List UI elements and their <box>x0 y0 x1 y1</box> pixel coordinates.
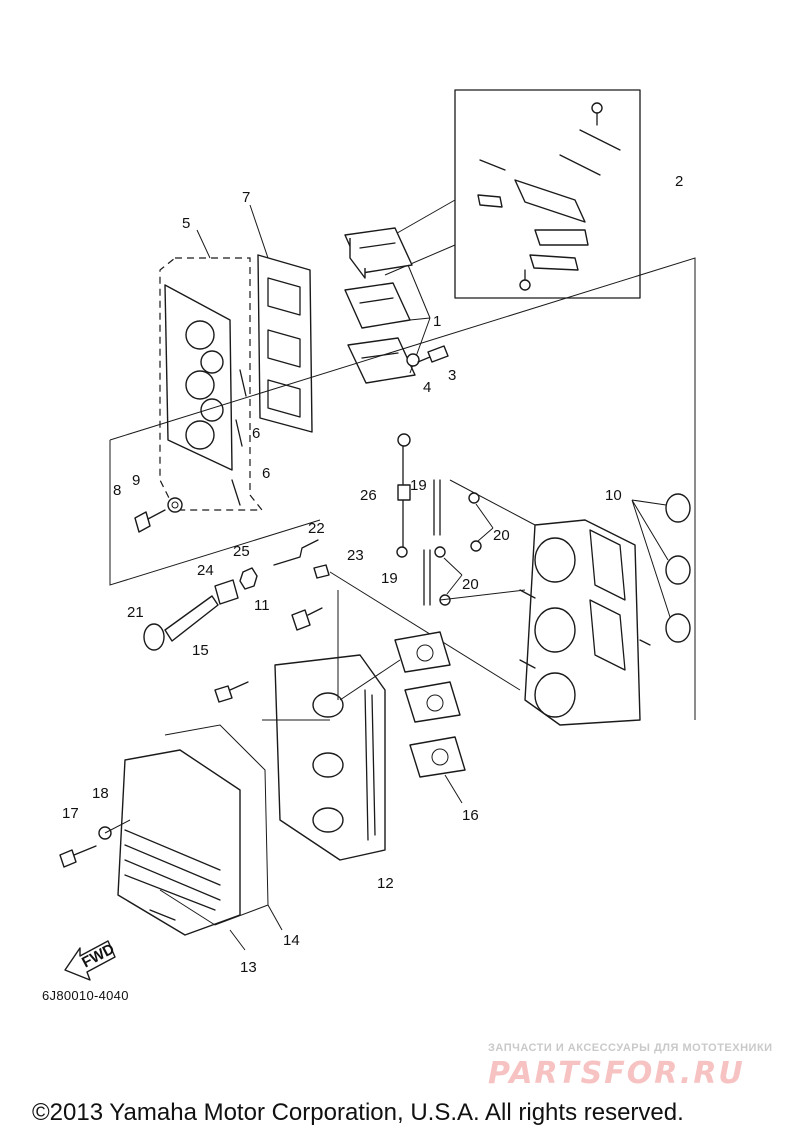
callout-6a: 6 <box>252 425 260 442</box>
hose-clip-10 <box>665 493 691 643</box>
callout-2: 2 <box>675 173 683 190</box>
link-rod-22 <box>273 539 319 566</box>
diagram-code: 6J80010-4040 <box>42 988 129 1003</box>
bolt-8 <box>134 509 166 533</box>
fwd-label: FWD <box>79 940 117 971</box>
callout-20b: 20 <box>462 576 479 593</box>
watermark-caption: ЗАПЧАСТИ И АКСЕССУАРЫ ДЛЯ МОТОТЕХНИКИ <box>488 1042 773 1054</box>
washer-4 <box>406 353 420 367</box>
reference-frame <box>109 257 696 720</box>
callout-25: 25 <box>233 543 250 560</box>
bolt-17 <box>59 845 97 868</box>
callout-4: 4 <box>423 379 431 396</box>
carburetor-assembly <box>519 519 651 726</box>
intake-silencer-12 <box>274 654 386 861</box>
callout-8: 8 <box>113 482 121 499</box>
callout-13: 13 <box>240 959 257 976</box>
copyright-notice: ©2013 Yamaha Motor Corporation, U.S.A. A… <box>32 1099 684 1126</box>
callout-15: 15 <box>192 642 209 659</box>
reed-valve-assembly <box>344 227 416 384</box>
washer-9 <box>167 497 183 513</box>
callout-10: 10 <box>605 487 622 504</box>
callout-1: 1 <box>433 313 441 330</box>
callout-23: 23 <box>347 547 364 564</box>
callout-3: 3 <box>448 367 456 384</box>
callout-14: 14 <box>283 932 300 949</box>
callout-21: 21 <box>127 604 144 621</box>
fwd-arrow: FWD <box>64 940 117 981</box>
nut-25 <box>239 567 258 590</box>
choke-knob-21 <box>143 595 219 651</box>
group-5-boundary <box>159 257 264 511</box>
callout-5: 5 <box>182 215 190 232</box>
callout-18: 18 <box>92 785 109 802</box>
hose-clip-20 <box>434 492 482 606</box>
callout-7: 7 <box>242 189 250 206</box>
callout-19a: 19 <box>410 477 427 494</box>
bolt-11 <box>291 607 323 631</box>
silencer-cover-13 <box>117 749 241 936</box>
callout-11: 11 <box>254 597 270 614</box>
callout-17: 17 <box>62 805 79 822</box>
callout-20a: 20 <box>493 527 510 544</box>
gasket-14 <box>159 724 269 926</box>
linkage-rod-26 <box>396 433 411 558</box>
joint-23 <box>313 564 330 579</box>
callout-9: 9 <box>132 472 140 489</box>
callout-12: 12 <box>377 875 394 892</box>
gasket-16 <box>394 631 466 778</box>
bolt-15 <box>214 681 249 703</box>
gasket-7 <box>257 254 313 433</box>
callout-22: 22 <box>308 520 325 537</box>
watermark-logo: PARTSFOR.RU <box>488 1056 745 1091</box>
intake-manifold <box>164 284 247 506</box>
fuel-hose-19 <box>423 479 441 606</box>
washer-24 <box>214 579 239 605</box>
callout-6b: 6 <box>262 465 270 482</box>
callout-16: 16 <box>462 807 479 824</box>
bolt-3 <box>417 345 449 363</box>
callout-24: 24 <box>197 562 214 579</box>
callout-26: 26 <box>360 487 377 504</box>
callout-19b: 19 <box>381 570 398 587</box>
reed-valve-detail-box <box>384 89 641 299</box>
